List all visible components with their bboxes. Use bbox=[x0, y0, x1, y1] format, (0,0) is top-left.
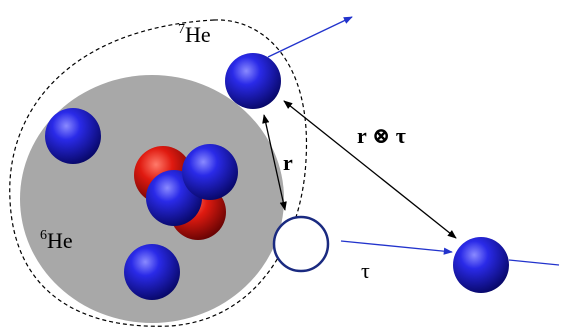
tau-label: τ bbox=[361, 258, 370, 283]
he7-mass-number: 7 bbox=[178, 22, 185, 37]
tau-arrow bbox=[341, 241, 452, 252]
neutron-core-top-left bbox=[45, 108, 101, 164]
neutron-hole bbox=[274, 217, 328, 271]
outgoing-neutron bbox=[453, 237, 509, 293]
he7-label: 7He bbox=[178, 22, 211, 47]
halo-neutron bbox=[225, 53, 281, 109]
halo-neutron-velocity-arrow bbox=[268, 17, 352, 57]
he6-symbol: He bbox=[47, 228, 73, 253]
r-label: r bbox=[283, 150, 293, 175]
neutron-core-bottom bbox=[124, 244, 180, 300]
he6-mass-number: 6 bbox=[40, 228, 47, 243]
he7-symbol: He bbox=[185, 22, 211, 47]
neutron-core-cluster-right bbox=[182, 144, 238, 200]
outgoing-neutron-velocity-arrow bbox=[509, 260, 559, 265]
r-tensor-tau-label: r ⊗ τ bbox=[357, 123, 406, 148]
